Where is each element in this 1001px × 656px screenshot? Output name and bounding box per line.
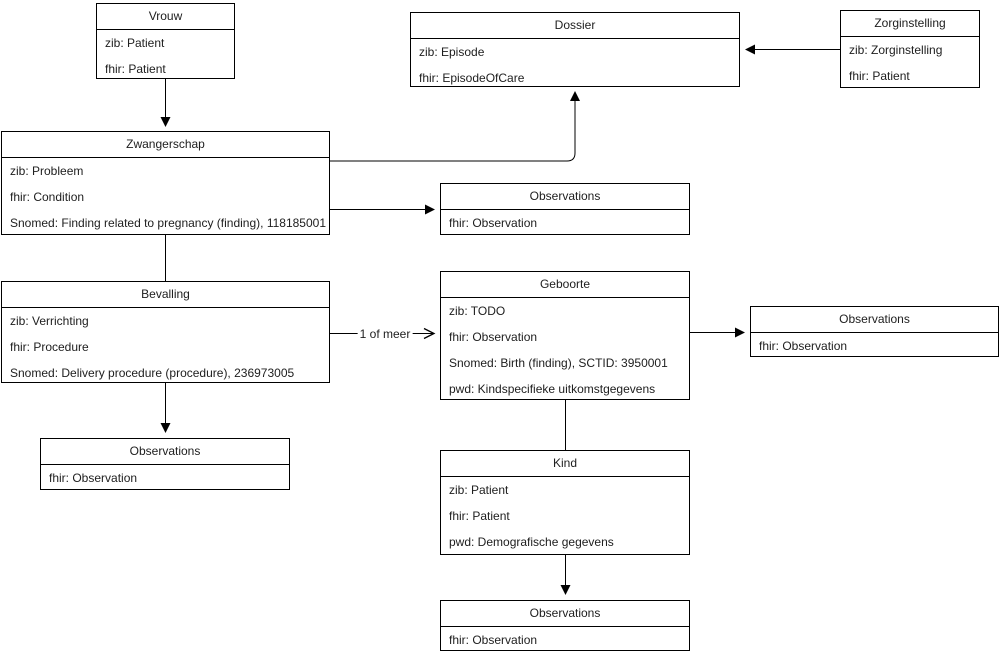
entity-row: fhir: Patient	[449, 509, 510, 523]
entity-title: Observations	[41, 439, 289, 465]
entity-body: zib: Patient fhir: Patient pwd: Demograf…	[441, 477, 689, 554]
entity-body: zib: Episode fhir: EpisodeOfCare	[411, 39, 739, 86]
entity-body: zib: Probleem fhir: Condition Snomed: Fi…	[2, 158, 329, 234]
entity-title: Zwangerschap	[2, 132, 329, 158]
entity-box-dossier[interactable]: Dossier zib: Episode fhir: EpisodeOfCare	[410, 12, 740, 87]
entity-row: zib: Zorginstelling	[849, 43, 943, 57]
entity-body: fhir: Observation	[41, 465, 289, 489]
entity-row: fhir: Procedure	[10, 340, 89, 354]
connector-label-1-of-meer: 1 of meer	[357, 327, 413, 341]
entity-box-zwangerschap[interactable]: Zwangerschap zib: Probleem fhir: Conditi…	[1, 131, 330, 235]
entity-body: fhir: Observation	[441, 627, 689, 650]
entity-row: fhir: EpisodeOfCare	[419, 71, 525, 85]
entity-body: fhir: Observation	[441, 210, 689, 234]
entity-row: zib: Patient	[449, 483, 509, 497]
entity-row: Snomed: Delivery procedure (procedure), …	[10, 366, 295, 380]
entity-title: Vrouw	[97, 4, 234, 30]
entity-row: pwd: Demografische gegevens	[449, 535, 614, 549]
entity-title: Geboorte	[441, 272, 689, 298]
connector-zwangerschap-dossier	[330, 91, 580, 162]
entity-row: zib: Patient	[105, 36, 165, 50]
entity-title: Bevalling	[2, 282, 329, 308]
entity-body: zib: Zorginstelling fhir: Patient	[841, 37, 979, 87]
entity-box-geboorte[interactable]: Geboorte zib: TODO fhir: Observation Sno…	[440, 271, 690, 400]
entity-row: fhir: Observation	[449, 330, 538, 344]
entity-row: zib: Verrichting	[10, 314, 89, 328]
entity-row: zib: Episode	[419, 45, 485, 59]
entity-box-observations-bevalling[interactable]: Observations fhir: Observation	[40, 438, 290, 490]
entity-body: zib: Verrichting fhir: Procedure Snomed:…	[2, 308, 329, 382]
entity-title: Observations	[751, 307, 998, 333]
entity-row: zib: TODO	[449, 304, 506, 318]
entity-row: fhir: Patient	[105, 62, 166, 76]
entity-box-kind[interactable]: Kind zib: Patient fhir: Patient pwd: Dem…	[440, 450, 690, 555]
entity-body: zib: TODO fhir: Observation Snomed: Birt…	[441, 298, 689, 399]
entity-box-observations-zwangerschap[interactable]: Observations fhir: Observation	[440, 183, 690, 235]
entity-title: Zorginstelling	[841, 11, 979, 37]
entity-row: fhir: Patient	[849, 69, 910, 83]
entity-title: Observations	[441, 184, 689, 210]
entity-title: Dossier	[411, 13, 739, 39]
entity-box-observations-geboorte[interactable]: Observations fhir: Observation	[750, 306, 999, 357]
entity-row: fhir: Observation	[759, 339, 848, 353]
entity-box-zorginstelling[interactable]: Zorginstelling zib: Zorginstelling fhir:…	[840, 10, 980, 88]
entity-row: Snomed: Birth (finding), SCTID: 3950001	[449, 356, 668, 370]
entity-box-bevalling[interactable]: Bevalling zib: Verrichting fhir: Procedu…	[1, 281, 330, 383]
entity-row: fhir: Observation	[449, 216, 538, 230]
entity-body: fhir: Observation	[751, 333, 998, 356]
entity-row: pwd: Kindspecifieke uitkomstgegevens	[449, 382, 656, 396]
entity-row: zib: Probleem	[10, 164, 84, 178]
entity-row: fhir: Observation	[449, 633, 538, 647]
entity-body: zib: Patient fhir: Patient	[97, 30, 234, 78]
entity-row: fhir: Observation	[49, 471, 138, 485]
entity-box-observations-kind[interactable]: Observations fhir: Observation	[440, 600, 690, 651]
entity-title: Observations	[441, 601, 689, 627]
entity-box-vrouw[interactable]: Vrouw zib: Patient fhir: Patient	[96, 3, 235, 79]
entity-row: Snomed: Finding related to pregnancy (fi…	[10, 216, 326, 230]
entity-title: Kind	[441, 451, 689, 477]
entity-row: fhir: Condition	[10, 190, 85, 204]
